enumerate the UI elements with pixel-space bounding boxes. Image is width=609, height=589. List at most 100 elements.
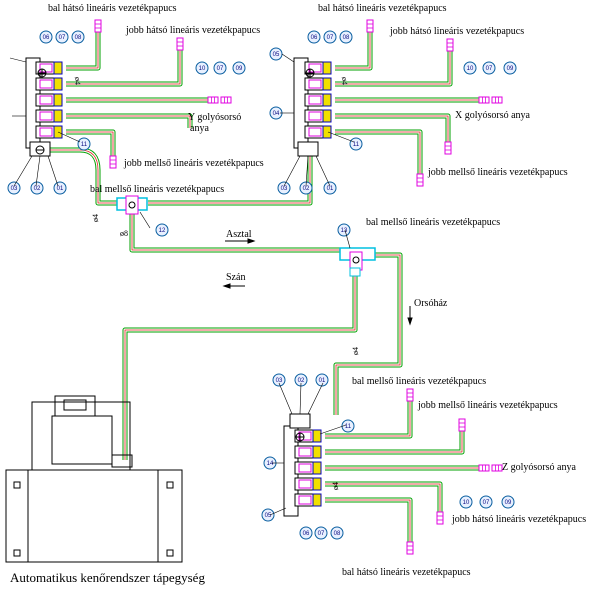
- label-jobb-mellso-tl: jobb mellső lineáris vezetékpapucs: [123, 158, 264, 169]
- part-bubble-text: 01: [319, 378, 326, 384]
- part-bubble-b1: 06: [39, 30, 53, 44]
- part-bubble-b8: 10: [195, 61, 209, 75]
- part-bubble-text: 13: [341, 228, 348, 234]
- label-y-anya: anya: [190, 123, 209, 134]
- part-bubble-b32: 07: [314, 526, 328, 540]
- part-bubble-text: 07: [217, 66, 224, 72]
- label-bal-hatso-tr: bal hátsó lineáris vezetékpapucs: [318, 3, 447, 14]
- distributor-bottom: [283, 413, 322, 517]
- part-bubble-text: 02: [303, 186, 310, 192]
- distributor-topright: [293, 57, 332, 157]
- part-bubble-text: 04: [273, 111, 280, 117]
- part-bubble-text: 08: [343, 35, 350, 41]
- label-jobb-mellso-tr: jobb mellső lineáris vezetékpapucs: [427, 167, 568, 178]
- pipe-size-marks: ø8 ø4 ø4 ø4 ø4 ø4: [73, 77, 360, 490]
- part-bubble-text: 11: [345, 424, 352, 430]
- direction-arrows: [222, 238, 413, 326]
- part-bubble-text: 08: [75, 35, 82, 41]
- pipes: [45, 30, 482, 545]
- part-bubble-text: 06: [43, 35, 50, 41]
- part-bubble-b10: 09: [232, 61, 246, 75]
- part-bubble-b24: 13: [337, 223, 351, 237]
- part-bubble-text: 11: [353, 142, 360, 148]
- label-x-golyosorso: X golyósorsó anya: [455, 110, 531, 121]
- part-bubble-text: 07: [59, 35, 66, 41]
- label-szan: Szán: [226, 272, 245, 283]
- label-bal-hatso-bottom: bal hátsó lineáris vezetékpapucs: [342, 567, 471, 578]
- part-bubble-text: 10: [463, 500, 470, 506]
- part-bubble-b25: 03: [272, 373, 286, 387]
- part-bubble-b34: 10: [459, 495, 473, 509]
- label-bal-mellso-bottom: bal mellső lineáris vezetékpapucs: [352, 376, 486, 387]
- part-bubble-text: 10: [199, 66, 206, 72]
- leader-lines: [9, 53, 355, 516]
- part-bubble-text: 12: [159, 228, 166, 234]
- tee-junction-right: [339, 247, 376, 277]
- part-bubble-b5: 03: [7, 181, 21, 195]
- part-number-bubbles: 06 07 08 11 03 02 01 10 07 09 05 06 07 08 04 11 03 02 01 10…: [7, 30, 517, 540]
- part-bubble-b12: 06: [307, 30, 321, 44]
- part-bubble-text: 03: [276, 378, 283, 384]
- label-orsohaz: Orsóház: [414, 298, 448, 309]
- part-bubble-b3: 08: [71, 30, 85, 44]
- part-bubble-text: 03: [281, 186, 288, 192]
- pipe-size-d6: ø4: [331, 482, 340, 490]
- pipe-size-d3: ø4: [73, 77, 82, 85]
- label-bal-mellso-tl: bal mellső lineáris vezetékpapucs: [90, 184, 224, 195]
- part-bubble-text: 06: [303, 531, 310, 537]
- part-bubble-text: 05: [265, 513, 272, 519]
- pipe-size-d5: ø4: [351, 347, 360, 355]
- part-bubble-b36: 09: [501, 495, 515, 509]
- part-bubble-text: 07: [318, 531, 325, 537]
- part-bubble-b9: 07: [213, 61, 227, 75]
- part-bubble-b7: 01: [53, 181, 67, 195]
- pipe-size-d4: ø4: [340, 77, 349, 85]
- part-bubble-b17: 03: [277, 181, 291, 195]
- part-bubble-text: 02: [298, 378, 305, 384]
- part-bubble-text: 10: [467, 66, 474, 72]
- part-bubble-text: 09: [507, 66, 514, 72]
- part-bubble-text: 11: [81, 142, 88, 148]
- label-jobb-hatso-tl: jobb hátsó lineáris vezetékpapucs: [125, 25, 260, 36]
- part-bubble-text: 07: [483, 500, 490, 506]
- part-bubble-text: 07: [486, 66, 493, 72]
- part-bubble-text: 01: [327, 186, 334, 192]
- label-asztal: Asztal: [226, 229, 252, 240]
- label-jobb-mellso-bottom: jobb mellső lineáris vezetékpapucs: [417, 400, 558, 411]
- part-bubble-b21: 07: [482, 61, 496, 75]
- part-bubble-b35: 07: [479, 495, 493, 509]
- label-y-golyosorso: Y golyósorsó: [188, 112, 241, 123]
- part-bubble-b19: 01: [323, 181, 337, 195]
- part-bubble-text: 08: [334, 531, 341, 537]
- label-z-golyosorso: Z golyósorsó anya: [502, 462, 576, 473]
- part-bubble-text: 09: [505, 500, 512, 506]
- part-bubble-b33: 08: [330, 526, 344, 540]
- part-bubble-text: 07: [327, 35, 334, 41]
- lubrication-power-unit: [5, 395, 183, 563]
- tee-junction-left: [116, 195, 148, 215]
- part-bubble-text: 09: [236, 66, 243, 72]
- part-bubble-b30: 05: [261, 508, 275, 522]
- part-bubble-b13: 07: [323, 30, 337, 44]
- label-jobb-hatso-bottom: jobb hátsó lineáris vezetékpapucs: [451, 514, 586, 525]
- part-bubble-text: 03: [11, 186, 18, 192]
- part-bubble-b31: 06: [299, 526, 313, 540]
- text-labels: bal hátsó lineáris vezetékpapucs bal hát…: [10, 3, 586, 585]
- pipe-size-d1: ø8: [120, 229, 128, 238]
- part-bubble-b23: 12: [155, 223, 169, 237]
- label-bal-mellso-tr: bal mellső lineáris vezetékpapucs: [366, 217, 500, 228]
- label-jobb-hatso-tr: jobb hátsó lineáris vezetékpapucs: [389, 26, 524, 37]
- part-bubble-text: 02: [34, 186, 41, 192]
- part-bubble-b14: 08: [339, 30, 353, 44]
- part-bubble-text: 05: [273, 52, 280, 58]
- part-bubble-text: 06: [311, 35, 318, 41]
- part-bubble-text: 01: [57, 186, 64, 192]
- part-bubble-b4: 11: [77, 137, 91, 151]
- part-bubble-b27: 01: [315, 373, 329, 387]
- pipe-size-d2: ø4: [91, 214, 100, 222]
- part-bubble-b6: 02: [30, 181, 44, 195]
- part-bubble-b11: 05: [269, 47, 283, 61]
- label-bal-hatso-tl: bal hátsó lineáris vezetékpapucs: [48, 3, 177, 14]
- part-bubble-b16: 11: [349, 137, 363, 151]
